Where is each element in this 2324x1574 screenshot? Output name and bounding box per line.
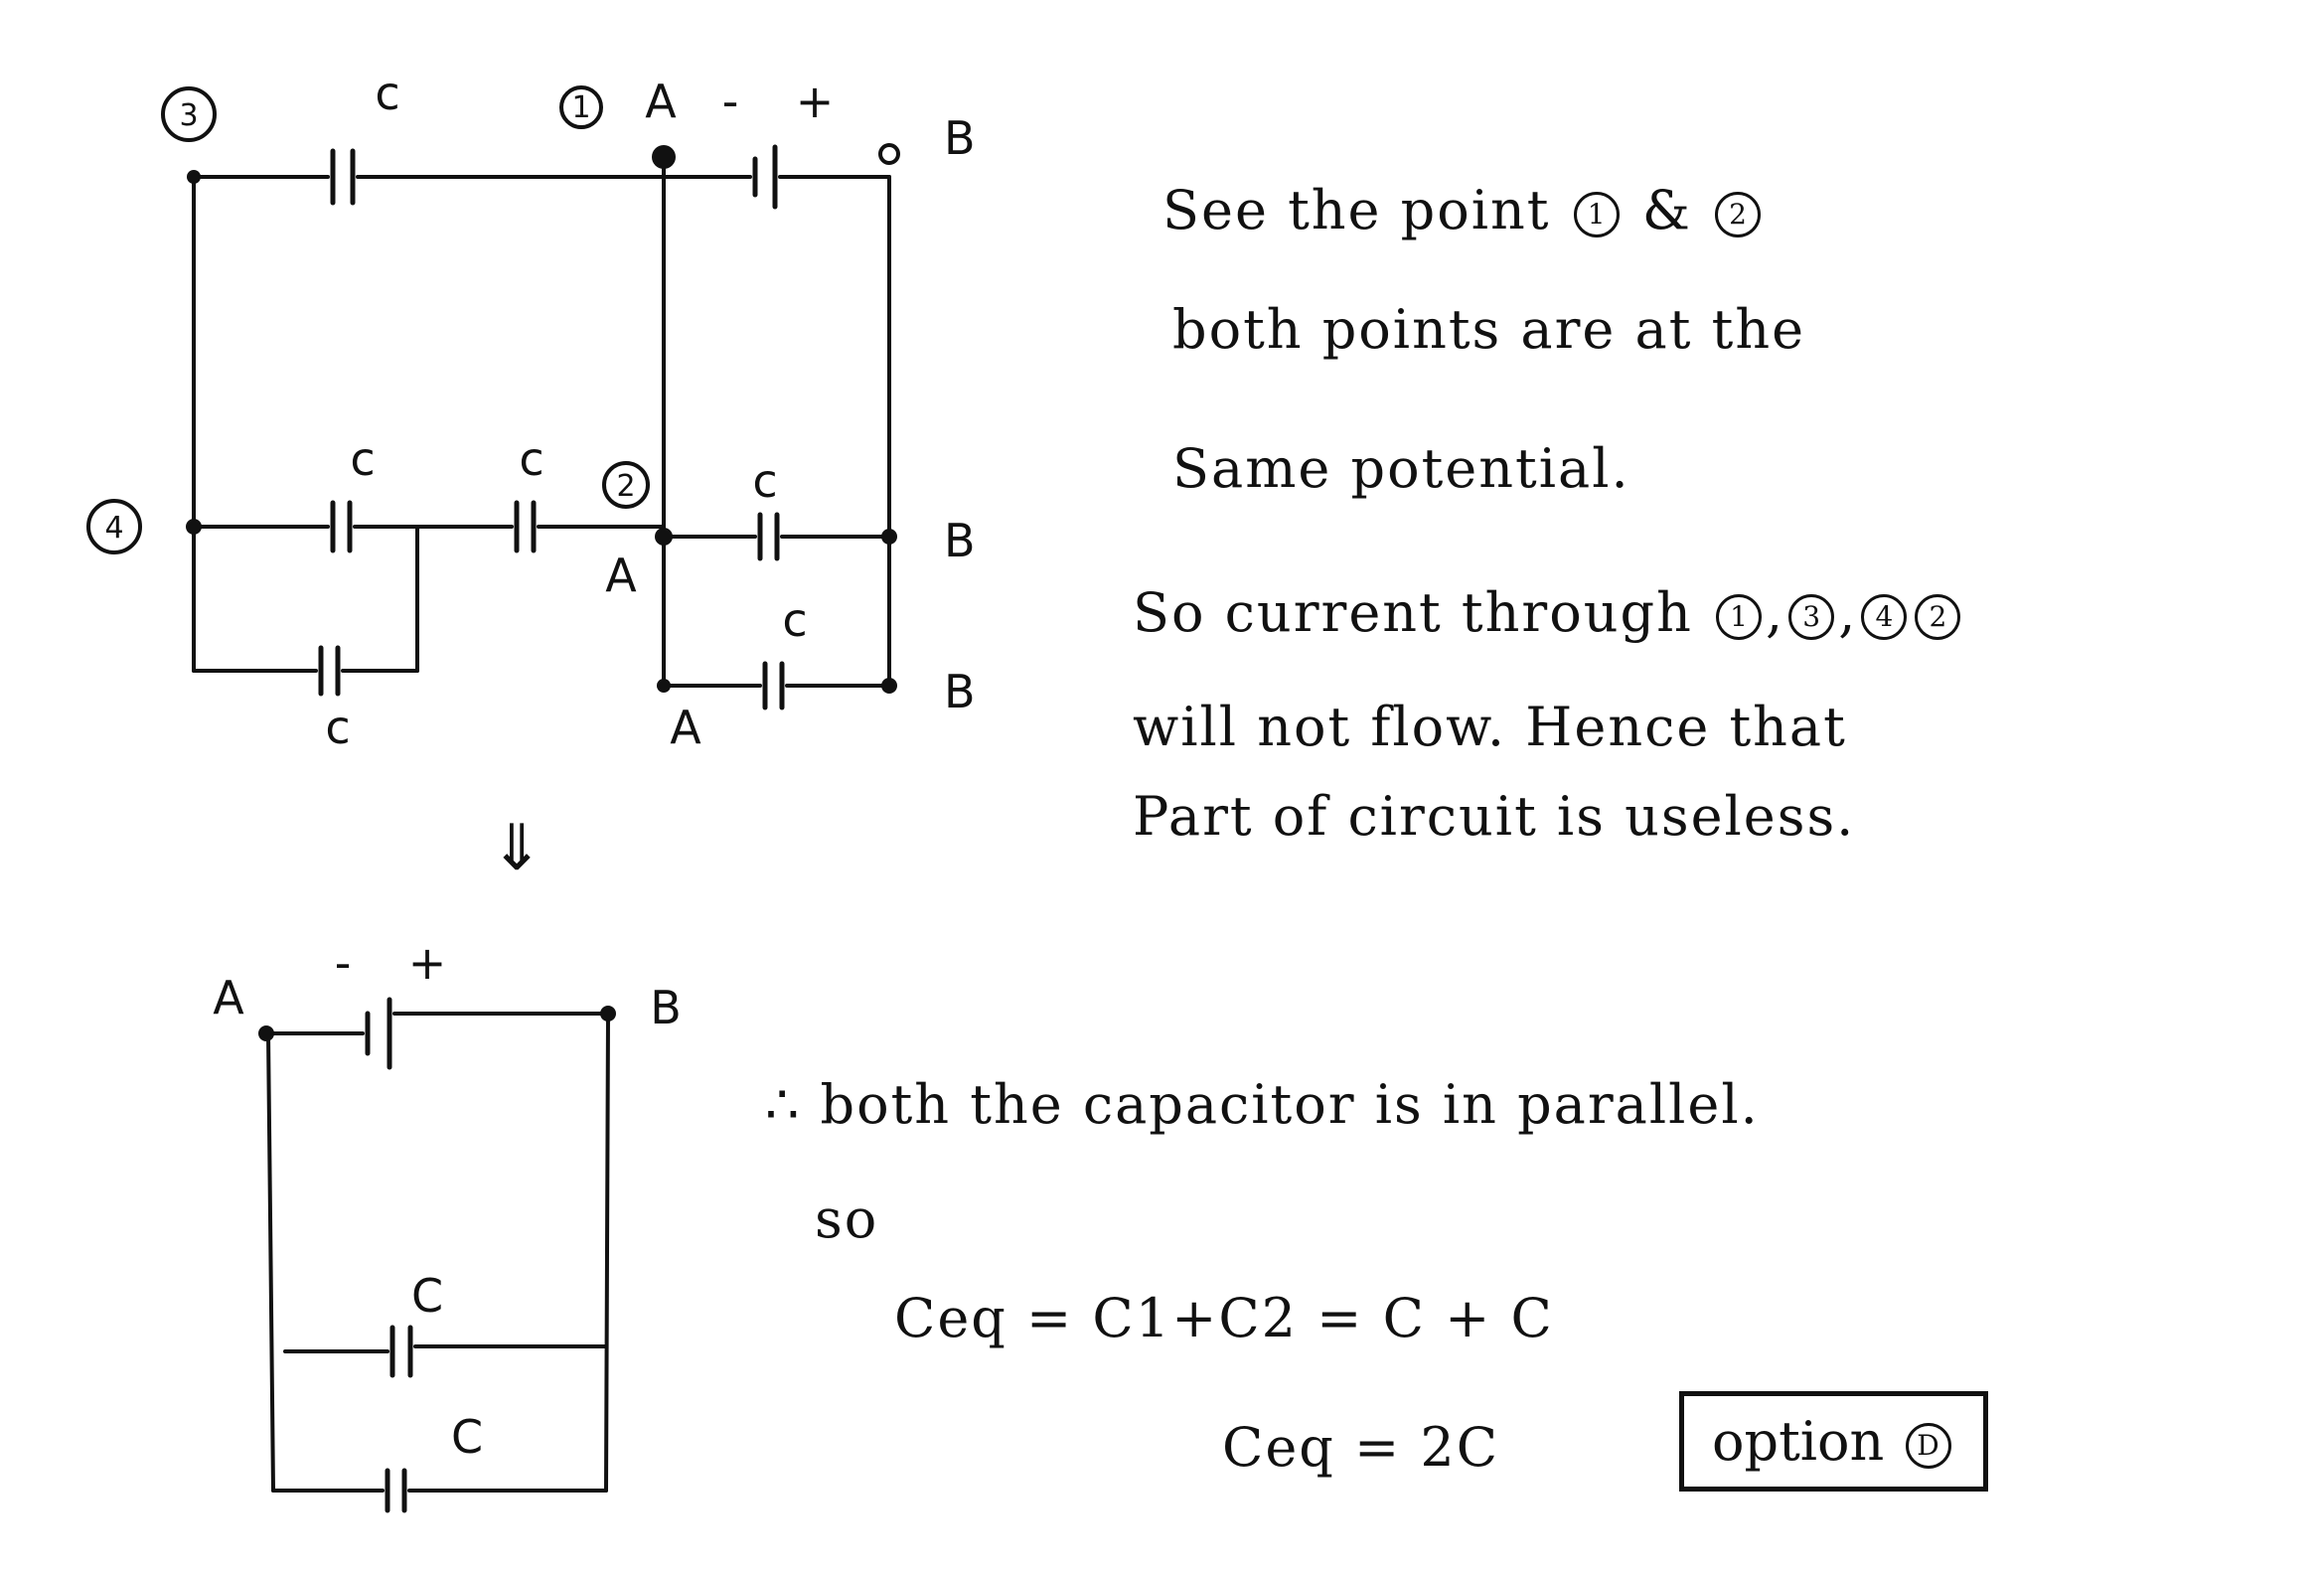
node-circle xyxy=(559,85,603,129)
wire xyxy=(266,1031,275,1493)
note-line-2: both points are at the xyxy=(1172,298,1806,361)
point-b-label: B xyxy=(944,111,976,165)
capacitor-label: c xyxy=(350,432,375,486)
answer-box: option D xyxy=(1679,1391,1988,1492)
circled-letter: D xyxy=(1905,1423,1951,1469)
terminal-b xyxy=(878,143,900,165)
node-dot xyxy=(600,1006,616,1022)
node-dot xyxy=(881,678,897,694)
node-1-label: 1 xyxy=(571,90,590,125)
node-3-label: 3 xyxy=(179,98,198,133)
minus-sign: - xyxy=(335,936,352,990)
node-dot xyxy=(881,529,897,545)
capacitor-label: c xyxy=(782,593,807,647)
note-line-5: will not flow. Hence that xyxy=(1133,696,1847,758)
node-dot xyxy=(657,679,671,693)
down-arrow-icon: ⇓ xyxy=(490,812,543,885)
point-a-label: A xyxy=(645,75,677,128)
note-line-6: Part of circuit is useless. xyxy=(1133,785,1856,848)
node-dot xyxy=(258,1025,274,1041)
point-b-label: B xyxy=(944,514,976,567)
node-dot xyxy=(652,145,676,169)
plus-sign: + xyxy=(408,936,447,990)
node-circle xyxy=(161,86,217,142)
top-circuit: 3 1 2 4 A B A B A B - + c c c c c c xyxy=(86,67,976,754)
capacitor-label: c xyxy=(519,432,543,486)
note-line-9: Ceq = C1+C2 = C + C xyxy=(894,1287,1554,1349)
point-a-label: A xyxy=(213,971,244,1024)
point-b-label: B xyxy=(944,665,976,718)
capacitor-label: c xyxy=(375,67,399,120)
node-circle xyxy=(602,461,650,509)
wire xyxy=(604,1012,610,1493)
circled-number: 3 xyxy=(1788,594,1835,640)
plus-sign: + xyxy=(796,75,835,128)
node-circle xyxy=(86,499,142,554)
capacitor-label: C xyxy=(411,1269,443,1323)
bottom-circuit: A B - + C C xyxy=(213,936,682,1513)
capacitor-label: c xyxy=(325,701,350,754)
note-line-7: ∴ both the capacitor is in parallel. xyxy=(765,1073,1760,1136)
capacitor-label: C xyxy=(451,1410,483,1464)
circled-number: 2 xyxy=(1715,192,1762,237)
node-2-label: 2 xyxy=(616,469,635,504)
circled-number: 4 xyxy=(1861,594,1908,640)
note-line-1: See the point 1 & 2 xyxy=(1162,179,1765,241)
node-dot xyxy=(655,528,673,546)
note-line-3: Same potential. xyxy=(1172,437,1630,500)
note-line-8: so xyxy=(815,1187,879,1250)
node-4-label: 4 xyxy=(104,511,123,546)
note-line-10: Ceq = 2C xyxy=(1222,1416,1500,1479)
point-b-label: B xyxy=(650,981,682,1034)
capacitor-label: c xyxy=(752,454,777,508)
minus-sign: - xyxy=(722,75,739,128)
point-a-label: A xyxy=(605,549,637,602)
node-dot xyxy=(186,519,202,535)
circled-number: 2 xyxy=(1915,594,1961,640)
circled-number: 1 xyxy=(1573,192,1620,237)
node-dot xyxy=(187,170,201,184)
point-a-label: A xyxy=(670,701,701,754)
circled-number: 1 xyxy=(1716,594,1763,640)
